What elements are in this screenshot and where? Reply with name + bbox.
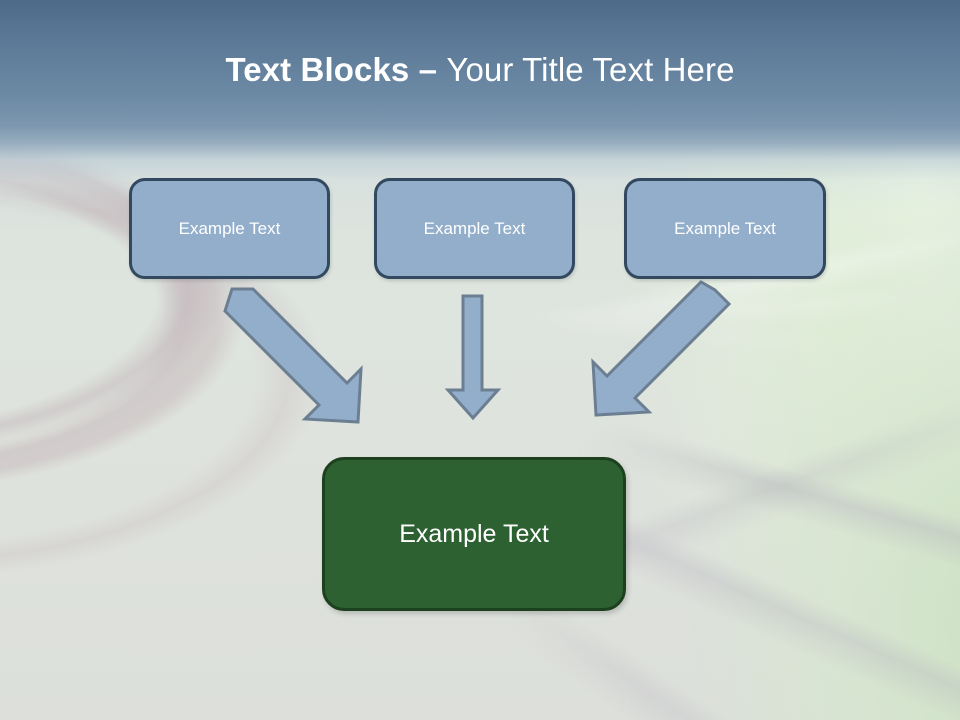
text-block-2[interactable]: Example Text bbox=[374, 178, 575, 279]
arrow-middle bbox=[444, 294, 502, 421]
arrow-left bbox=[223, 287, 363, 424]
slide-title-strong: Text Blocks bbox=[225, 51, 419, 88]
slide-title-light: Your Title Text Here bbox=[446, 51, 735, 88]
text-block-3-label: Example Text bbox=[674, 218, 776, 238]
slide-title-separator: – bbox=[418, 51, 447, 88]
header-band bbox=[0, 0, 960, 210]
text-block-1-label: Example Text bbox=[178, 218, 281, 238]
text-block-1[interactable]: Example Text bbox=[129, 178, 330, 279]
text-block-3[interactable]: Example Text bbox=[624, 178, 826, 279]
slide-title: Text Blocks – Your Title Text Here bbox=[0, 48, 960, 92]
result-text-block-label: Example Text bbox=[399, 519, 549, 548]
arrow-right bbox=[591, 280, 732, 417]
result-text-block[interactable]: Example Text bbox=[322, 457, 626, 611]
text-block-2-label: Example Text bbox=[423, 218, 526, 238]
